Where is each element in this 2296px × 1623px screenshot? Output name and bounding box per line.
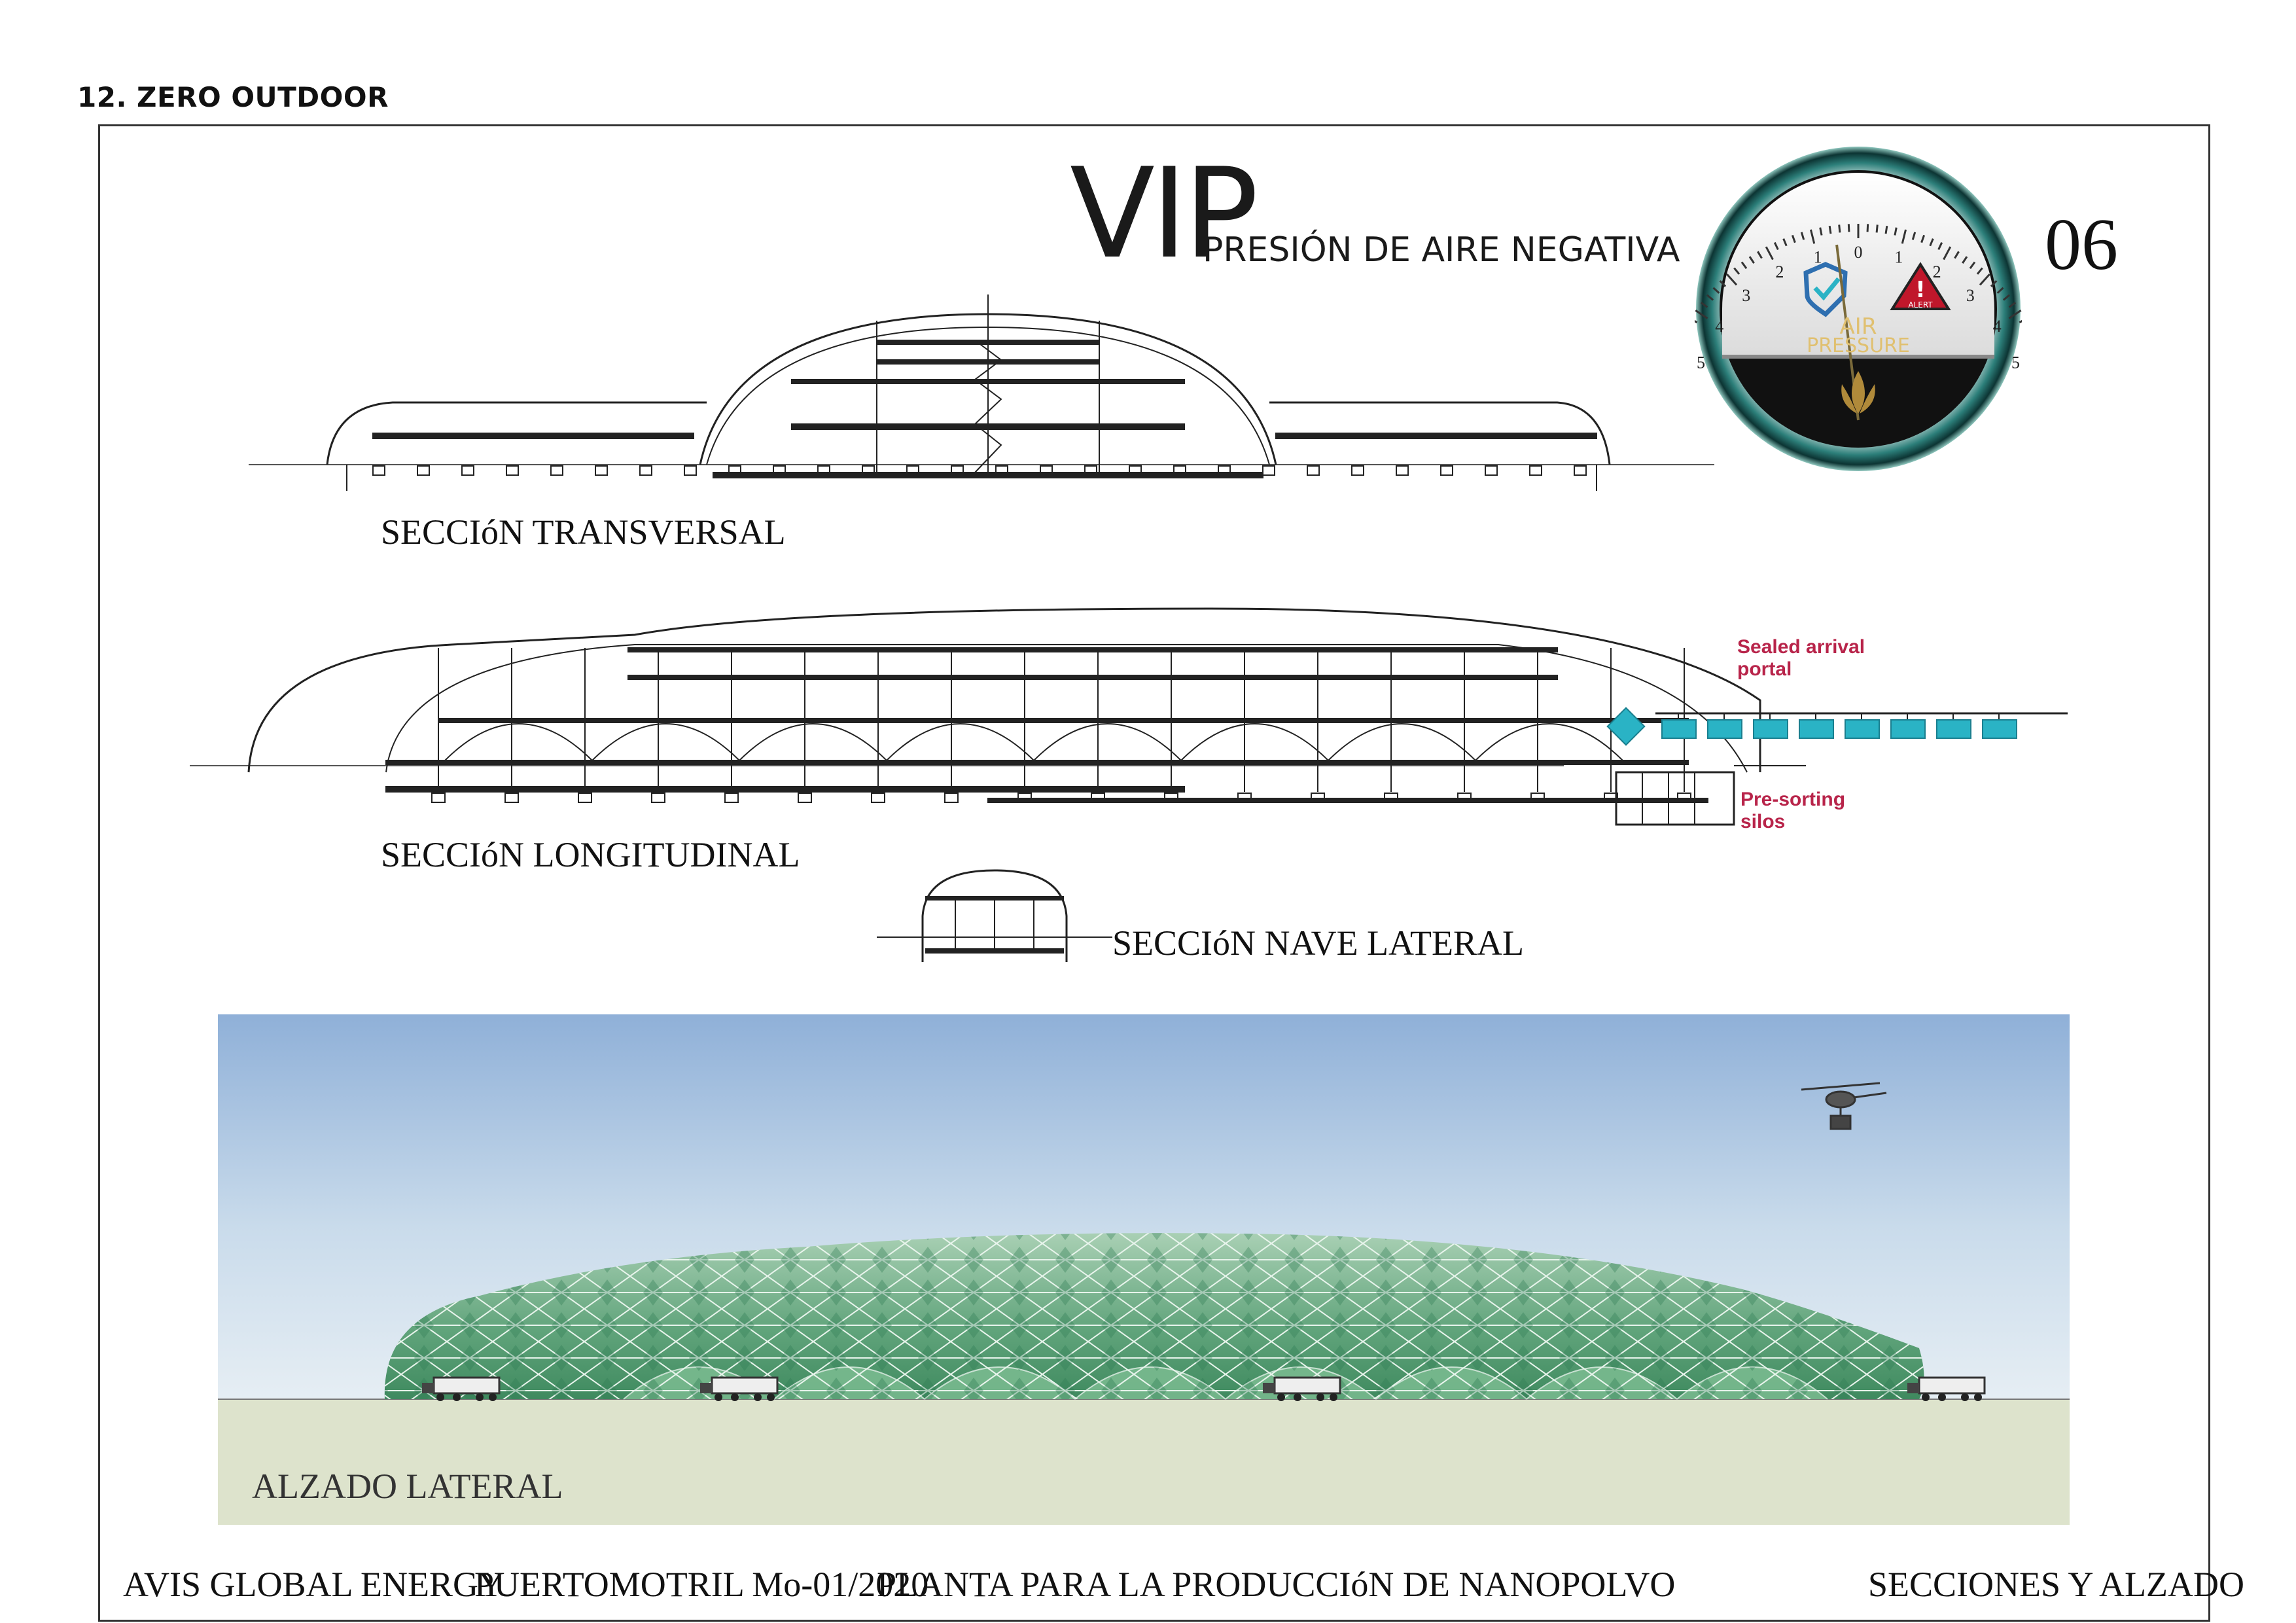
truck-icon	[700, 1376, 779, 1401]
gauge-scale-number: 4	[1715, 317, 1723, 336]
alert-icon	[1890, 262, 1951, 310]
alzado-lateral-rendering	[218, 1014, 2070, 1525]
gauge-scale-number: 2	[1775, 262, 1784, 281]
gauge-scale-number: 3	[1742, 286, 1750, 305]
footer-description: PLANTA PARA LA PRODUCCIóN DE NANOPOLVO	[877, 1565, 1676, 1604]
truck-icon	[422, 1376, 501, 1401]
footer-project: PUERTOMOTRIL Mo-01/2020	[474, 1565, 929, 1604]
gauge-scale-number: 5	[1697, 353, 1705, 372]
gauge-scale-number: 2	[1933, 262, 1941, 281]
helicopter-icon	[1801, 1082, 1887, 1130]
note-pre-sorting-silos: Pre-sorting silos	[1740, 789, 1845, 833]
gauge-scale-number: 1	[1894, 248, 1903, 267]
vip-subtitle: PRESIÓN DE AIRE NEGATIVA	[1203, 230, 1680, 270]
gauge-scale-number: 0	[1854, 243, 1863, 262]
note-silos-line2: silos	[1740, 811, 1786, 832]
nave-lateral-section-drawing	[877, 869, 1112, 962]
transversal-section-drawing	[249, 294, 1714, 491]
vip-title: VIP	[1070, 141, 1259, 286]
gauge-label-air: AIR	[1840, 313, 1877, 340]
note-sealed-line2: portal	[1737, 658, 1792, 680]
longitudinal-section-drawing	[190, 607, 2068, 826]
label-seccion-transversal: SECCIóN TRANSVERSAL	[381, 512, 786, 552]
gauge-scale-number: 1	[1814, 248, 1822, 267]
footer-sheet-title: SECCIONES Y ALZADO	[1868, 1565, 2245, 1604]
label-seccion-nave-lateral: SECCIóN NAVE LATERAL	[1112, 923, 1525, 963]
label-seccion-longitudinal: SECCIóN LONGITUDINAL	[381, 835, 800, 874]
truck-icon	[1263, 1376, 1341, 1401]
gauge-scale-number: 4	[1993, 317, 2002, 336]
note-silos-line1: Pre-sorting	[1740, 789, 1846, 810]
gauge-scale-number: 3	[1966, 286, 1975, 305]
label-alzado-lateral: ALZADO LATERAL	[252, 1467, 563, 1506]
note-sealed-line1: Sealed arrival	[1737, 636, 1865, 658]
gauge-scale-number: 5	[2011, 353, 2020, 372]
sheet-number: 06	[2045, 204, 2118, 285]
footer-company: AVIS GLOBAL ENERGY	[123, 1565, 504, 1604]
note-sealed-arrival-portal: Sealed arrival portal	[1737, 636, 1865, 681]
truck-icon	[1907, 1376, 1986, 1401]
alert-text: ALERT	[1908, 300, 1933, 310]
svg-text:!: !	[1915, 277, 1926, 303]
leaf-logo-icon	[1841, 371, 1875, 414]
gauge-label-pressure: PRESSURE	[1807, 334, 1910, 357]
section-heading: 12. ZERO OUTDOOR	[77, 81, 389, 113]
